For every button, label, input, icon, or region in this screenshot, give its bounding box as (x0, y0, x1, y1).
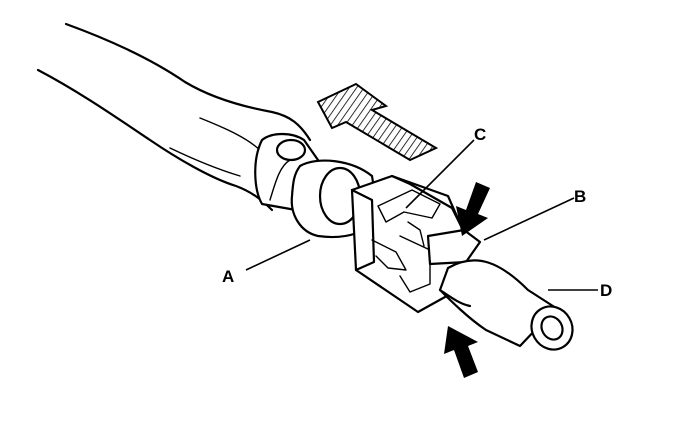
pipe (438, 259, 574, 351)
leader-c (405, 139, 475, 209)
hose (36, 22, 312, 212)
retainer-tab (426, 228, 482, 266)
callout-d: D (600, 281, 612, 300)
callout-a: A (222, 267, 234, 286)
callout-b: B (574, 187, 586, 206)
boot (254, 132, 320, 212)
leader-a (245, 239, 311, 271)
leader-b (483, 197, 575, 241)
press-arrow-icon (444, 182, 490, 378)
callout-c: C (474, 125, 486, 144)
direction-arrow-icon (316, 82, 439, 162)
